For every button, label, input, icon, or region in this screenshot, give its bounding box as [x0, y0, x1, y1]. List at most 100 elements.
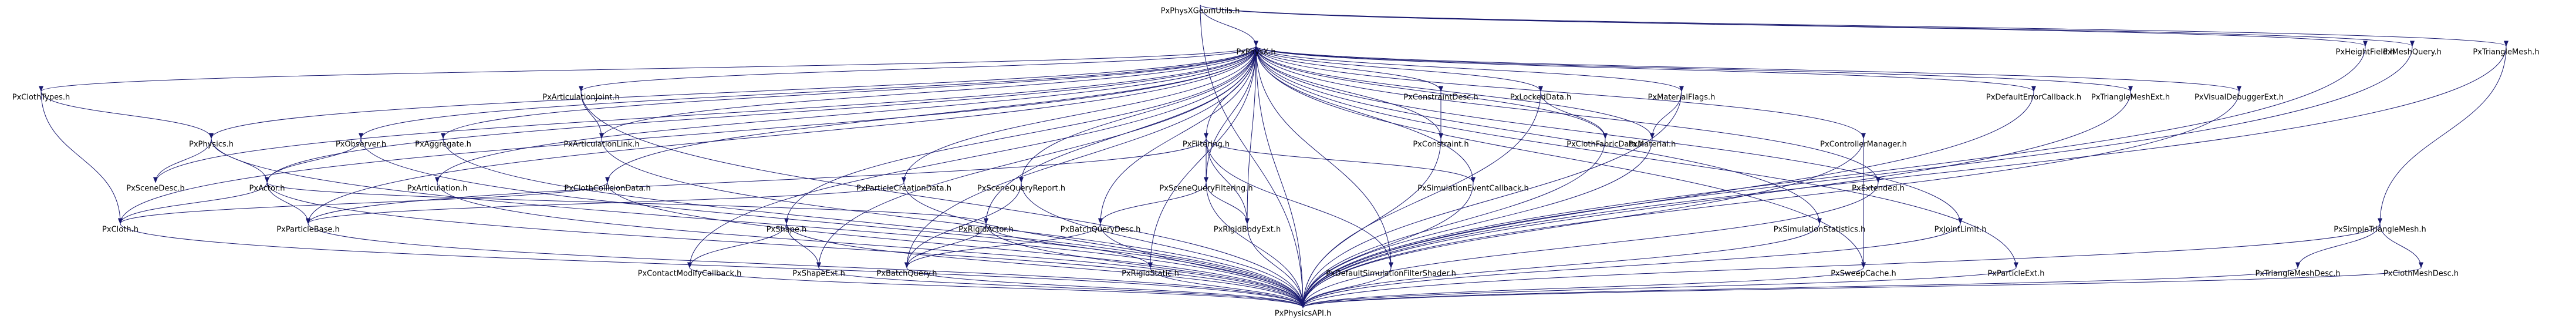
node-hf[interactable]: PxHeightField.h — [2336, 48, 2395, 57]
edge-physx-to-contactMod — [687, 46, 1257, 268]
node-rigidActor[interactable]: PxRigidActor.h — [958, 226, 1014, 234]
edge-root-to-mq — [1200, 5, 2415, 47]
edge-observer-to-api — [360, 138, 1305, 308]
node-sqFilter[interactable]: PxSceneQueryFiltering.h — [1159, 184, 1252, 193]
edge-tm-to-simpleTM — [2378, 46, 2507, 224]
node-label: PxClothCollisionData.h — [564, 184, 650, 193]
node-label: PxRigidBodyExt.h — [1214, 226, 1281, 234]
node-clothMeshDesc[interactable]: PxClothMeshDesc.h — [2383, 270, 2459, 278]
node-extended[interactable]: PxExtended.h — [1852, 184, 1905, 193]
edge-shapeExt-to-api — [818, 267, 1305, 308]
node-rigidStatic[interactable]: PxRigidStatic.h — [1122, 270, 1179, 278]
edge-physx-to-cloth — [118, 46, 1257, 224]
edge-actor-to-api — [266, 182, 1305, 308]
node-rigidBodyExt[interactable]: PxRigidBodyExt.h — [1214, 226, 1281, 234]
node-actor[interactable]: PxActor.h — [249, 184, 285, 193]
node-artJoint[interactable]: PxArticulationJoint.h — [542, 93, 619, 102]
edge-simStats-to-api — [1301, 223, 1820, 308]
node-label: PxPhysics.h — [189, 140, 234, 149]
node-sweepCache[interactable]: PxSweepCache.h — [1831, 270, 1896, 278]
node-jointLimit[interactable]: PxJointLimit.h — [1934, 226, 1987, 234]
node-art[interactable]: PxArticulation.h — [407, 184, 468, 193]
node-artLink[interactable]: PxArticulationLink.h — [563, 140, 639, 149]
node-defErr[interactable]: PxDefaultErrorCallback.h — [1986, 93, 2081, 102]
node-partExt[interactable]: PxParticleExt.h — [1988, 270, 2045, 278]
node-aggregate[interactable]: PxAggregate.h — [415, 140, 471, 149]
node-label: PxHeightField.h — [2336, 48, 2395, 57]
node-constrDesc[interactable]: PxConstraintDesc.h — [1403, 93, 1478, 102]
node-cloth[interactable]: PxCloth.h — [102, 226, 139, 234]
node-observer[interactable]: PxObserver.h — [336, 140, 386, 149]
node-defSimFilter[interactable]: PxDefaultSimulationFilterShader.h — [1326, 270, 1456, 278]
edge-physx-to-ctrlMgr — [1255, 46, 1866, 139]
edge-rigidActor-to-rigidStatic — [985, 223, 1153, 268]
node-filtering[interactable]: PxFiltering.h — [1183, 140, 1230, 149]
edge-artLink-to-api — [601, 138, 1305, 308]
node-physx[interactable]: PxPhysX.h — [1236, 48, 1275, 57]
edge-clothColl-to-api — [607, 182, 1305, 308]
node-visDbg[interactable]: PxVisualDebuggerExt.h — [2195, 93, 2284, 102]
edge-aggregate-to-api — [443, 138, 1305, 308]
edge-rigidBodyExt-to-api — [1247, 223, 1305, 308]
node-batchQ[interactable]: PxBatchQuery.h — [877, 270, 937, 278]
edge-clothFab-to-api — [1301, 138, 1606, 308]
node-label: PxControllerManager.h — [1820, 140, 1907, 149]
node-partBase[interactable]: PxParticleBase.h — [276, 226, 340, 234]
node-simEvent[interactable]: PxSimulationEventCallback.h — [1417, 184, 1529, 193]
node-sceneDesc[interactable]: PxSceneDesc.h — [126, 184, 184, 193]
edge-tm-to-api — [1301, 46, 2507, 308]
node-label: PxArticulation.h — [407, 184, 468, 193]
edge-physx-to-partBase — [306, 46, 1257, 224]
node-sqReport[interactable]: PxSceneQueryReport.h — [977, 184, 1065, 193]
node-label: PxBatchQueryDesc.h — [1061, 226, 1141, 234]
edge-rigidActor-to-api — [985, 223, 1305, 308]
node-label: PxSceneDesc.h — [126, 184, 184, 193]
edge-art-to-api — [437, 182, 1305, 308]
node-clothColl[interactable]: PxClothCollisionData.h — [564, 184, 650, 193]
node-label: PxSimpleTriangleMesh.h — [2334, 226, 2426, 234]
node-label: PxExtended.h — [1852, 184, 1905, 193]
node-simStats[interactable]: PxSimulationStatistics.h — [1774, 226, 1866, 234]
node-label: PxContactModifyCallback.h — [638, 270, 742, 278]
node-api[interactable]: PxPhysicsAPI.h — [1275, 310, 1332, 318]
edge-physx-to-aggregate — [441, 46, 1257, 139]
edge-physx-to-lockedData — [1255, 46, 1543, 92]
node-contactMod[interactable]: PxContactModifyCallback.h — [638, 270, 742, 278]
node-label: PxParticleCreationData.h — [856, 184, 951, 193]
edge-clothTypes-to-cloth — [40, 91, 123, 224]
node-label: PxConstraint.h — [1413, 140, 1468, 149]
node-clothFab[interactable]: PxClothFabricData.h — [1566, 140, 1644, 149]
node-label: PxLockedData.h — [1510, 93, 1571, 102]
node-simpleTM[interactable]: PxSimpleTriangleMesh.h — [2334, 226, 2426, 234]
node-physics[interactable]: PxPhysics.h — [189, 140, 234, 149]
node-mq[interactable]: PxMeshQuery.h — [2383, 48, 2442, 57]
edge-root-to-api — [1200, 5, 1305, 308]
edge-sqReport-to-batchQ — [904, 182, 1022, 268]
node-label: PxRigidActor.h — [958, 226, 1014, 234]
edge-clothMeshDesc-to-api — [1301, 267, 2422, 308]
node-batchQD[interactable]: PxBatchQueryDesc.h — [1061, 226, 1141, 234]
node-root[interactable]: PxPhysXGeomUtils.h — [1161, 7, 1240, 16]
edge-physx-to-matFlags — [1255, 46, 1684, 92]
node-shapeExt[interactable]: PxShapeExt.h — [792, 270, 845, 278]
edge-physx-to-art — [435, 46, 1257, 183]
edge-batchQD-to-api — [1100, 223, 1305, 308]
node-partCreate[interactable]: PxParticleCreationData.h — [856, 184, 951, 193]
node-material[interactable]: PxMaterial.h — [1629, 140, 1676, 149]
edge-simpleTM-to-clothMeshDesc — [2379, 223, 2423, 268]
edge-filtering-to-simEvent — [1206, 138, 1476, 183]
node-tmExt[interactable]: PxTriangleMeshExt.h — [2091, 93, 2170, 102]
node-label: PxMaterial.h — [1629, 140, 1676, 149]
node-label: PxDefaultErrorCallback.h — [1986, 93, 2081, 102]
node-constraint[interactable]: PxConstraint.h — [1413, 140, 1468, 149]
node-clothTypes[interactable]: PxClothTypes.h — [12, 93, 70, 102]
node-tm[interactable]: PxTriangleMesh.h — [2473, 48, 2539, 57]
node-shape[interactable]: PxShape.h — [767, 226, 807, 234]
node-label: PxCloth.h — [102, 226, 139, 234]
node-lockedData[interactable]: PxLockedData.h — [1510, 93, 1571, 102]
edge-hf-to-api — [1301, 46, 2366, 308]
node-tmDesc[interactable]: PxTriangleMeshDesc.h — [2255, 270, 2340, 278]
node-ctrlMgr[interactable]: PxControllerManager.h — [1820, 140, 1907, 149]
node-matFlags[interactable]: PxMaterialFlags.h — [1648, 93, 1716, 102]
